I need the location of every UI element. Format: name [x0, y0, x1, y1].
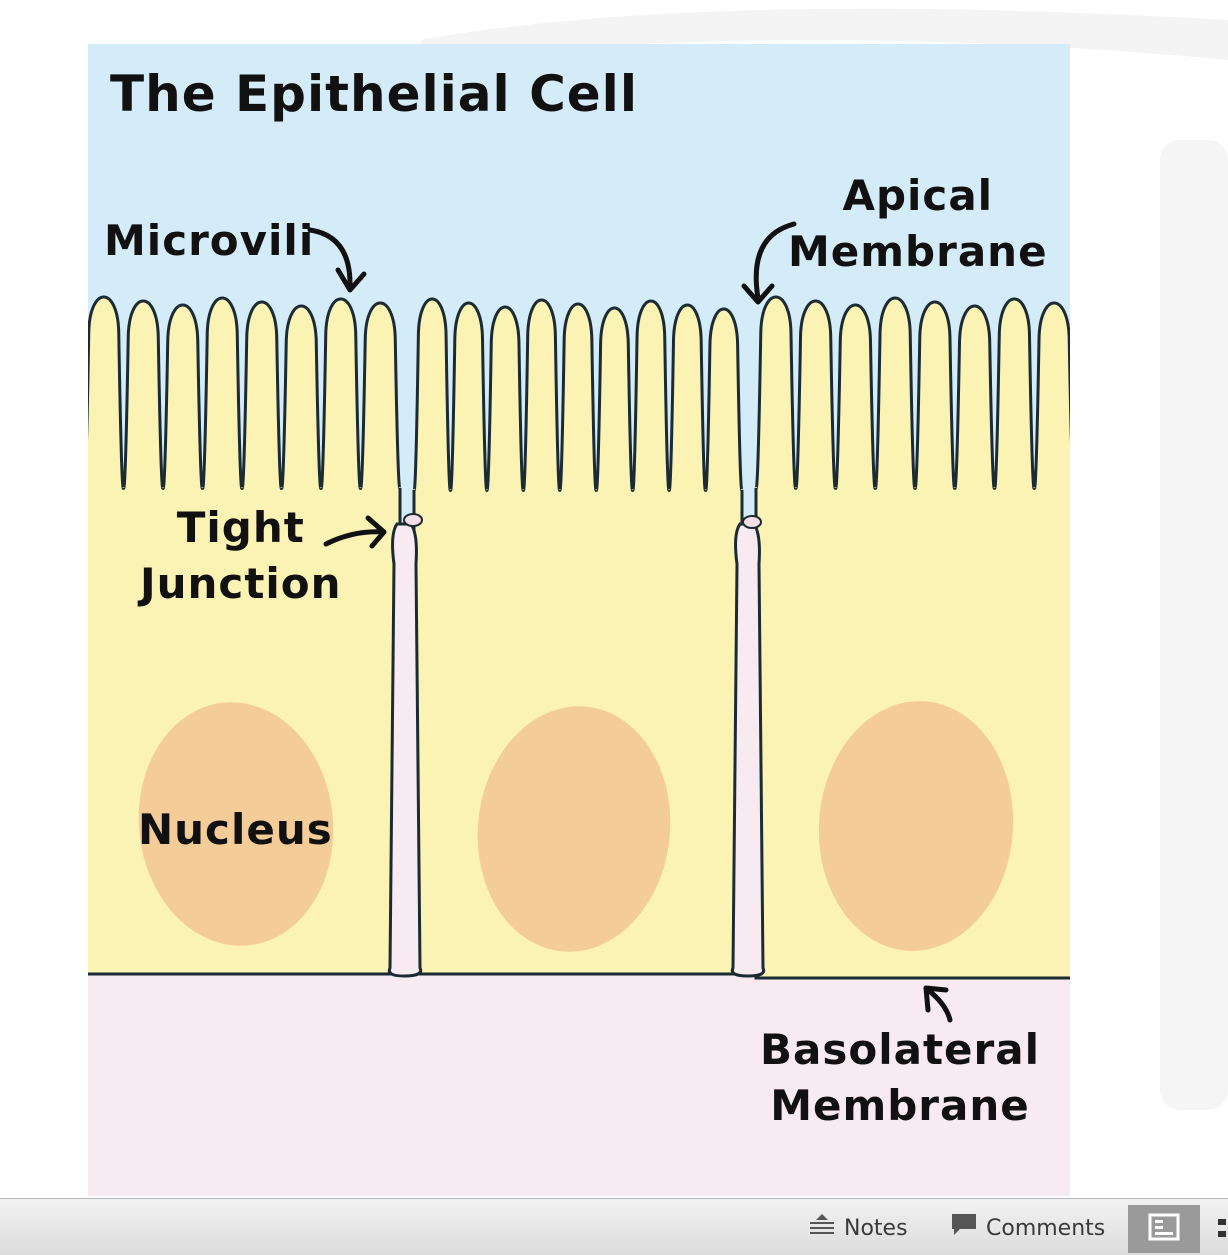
- label-baso-line1: Basolateral: [760, 1025, 1040, 1074]
- notes-icon: [808, 1213, 836, 1243]
- microvili-arrow: [307, 227, 367, 293]
- label-tight-line1: Tight: [176, 503, 305, 552]
- diagram-slide: The Epithelial Cell Microvili Apical Mem…: [88, 44, 1070, 1196]
- background-watermark: [420, 8, 1228, 60]
- label-nucleus: Nucleus: [138, 805, 333, 854]
- comments-label: Comments: [986, 1215, 1106, 1241]
- nucleus-3: [818, 701, 1014, 951]
- lateral-space-left: [387, 522, 423, 978]
- epithelial-diagram-svg: [88, 221, 1070, 1196]
- notes-button[interactable]: Notes: [808, 1213, 908, 1243]
- label-basolateral-membrane: Basolateral Membrane: [760, 1025, 1040, 1131]
- label-apical-membrane: Apical Membrane: [788, 171, 1048, 277]
- apical-membrane-arrow: [741, 221, 797, 305]
- label-baso-line2: Membrane: [770, 1081, 1030, 1131]
- status-bar: Notes Comments: [0, 1198, 1228, 1255]
- slide-sorter-icon: [1218, 1219, 1226, 1237]
- label-tight-line2: Junction: [140, 559, 342, 609]
- basolateral-membrane-arrow: [923, 985, 953, 1023]
- lateral-space-right: [730, 522, 766, 978]
- label-apical-line1: Apical: [842, 171, 994, 220]
- tight-junction-left: [403, 513, 423, 527]
- normal-view-button[interactable]: [1128, 1205, 1200, 1253]
- comments-button[interactable]: Comments: [950, 1213, 1105, 1243]
- tight-junction-right: [742, 515, 762, 529]
- notes-label: Notes: [844, 1215, 908, 1241]
- label-tight-junction: Tight Junction: [140, 503, 342, 609]
- diagram-title: The Epithelial Cell: [110, 65, 638, 123]
- normal-view-icon: [1148, 1213, 1180, 1245]
- label-apical-line2: Membrane: [788, 227, 1048, 277]
- nucleus-2: [477, 706, 671, 952]
- tight-junction-arrow: [323, 515, 387, 549]
- nucleus-1: [138, 702, 334, 946]
- comments-icon: [950, 1212, 978, 1244]
- slide-sorter-view-button[interactable]: [1212, 1215, 1228, 1245]
- label-microvili: Microvili: [104, 216, 315, 265]
